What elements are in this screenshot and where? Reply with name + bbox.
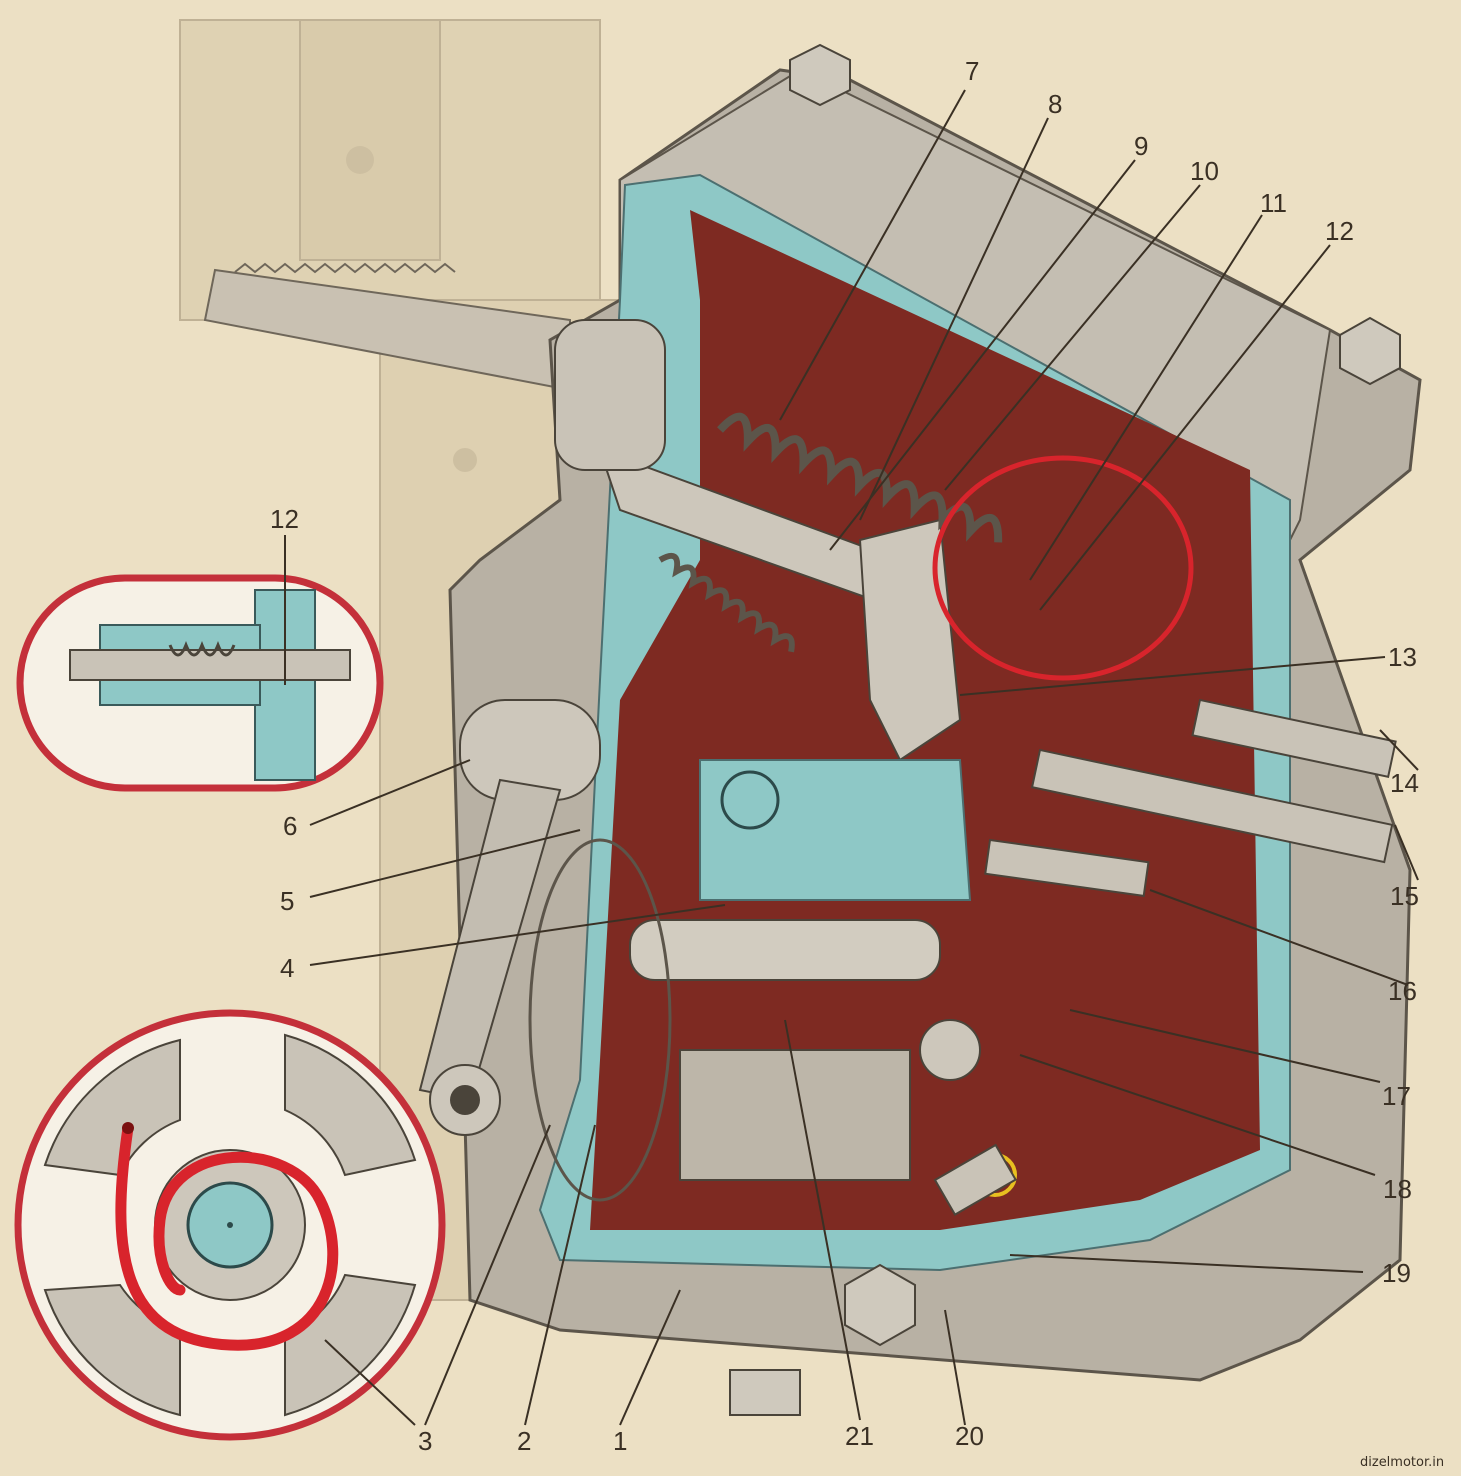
cover-bolt-right	[1339, 316, 1401, 386]
lever-spring	[658, 552, 795, 653]
drain-plug	[844, 1263, 916, 1347]
label-18: 18	[1383, 1174, 1412, 1204]
watermark-text: dizelmotor.in	[1360, 1455, 1444, 1470]
control-lever	[418, 699, 601, 1136]
label-3: 3	[418, 1426, 432, 1456]
label-11: 11	[1260, 188, 1287, 218]
adjusting-screw-16	[984, 838, 1150, 898]
label-12: 12	[1325, 216, 1354, 246]
label-2: 2	[517, 1426, 531, 1456]
label-14: 14	[1390, 768, 1419, 798]
label-15: 15	[1390, 881, 1419, 911]
label-7: 7	[965, 56, 979, 86]
label-8: 8	[1048, 89, 1062, 119]
label-10: 10	[1190, 156, 1219, 186]
weights-assembly	[528, 759, 981, 1202]
label-20: 20	[955, 1421, 984, 1451]
label-6: 6	[283, 811, 297, 841]
label-4: 4	[280, 953, 294, 983]
bottom-bolt	[729, 1369, 801, 1416]
label-21: 21	[845, 1421, 874, 1451]
highlight-circle	[932, 455, 1194, 681]
label-16: 16	[1388, 976, 1417, 1006]
inset-detail-wheel	[14, 1009, 446, 1441]
label-17: 17	[1382, 1081, 1411, 1111]
screw-19	[933, 1143, 1017, 1217]
label-5: 5	[280, 886, 294, 916]
label-1: 1	[613, 1426, 627, 1456]
cover-bolt-top	[789, 43, 851, 107]
inset-label-12: 12	[270, 504, 299, 534]
label-9: 9	[1134, 131, 1148, 161]
label-13: 13	[1388, 642, 1417, 672]
leader-lines	[309, 89, 1419, 1426]
inset-detail-12: 12	[16, 504, 384, 792]
label-19: 19	[1382, 1258, 1411, 1288]
adjusting-screw-14	[1191, 698, 1397, 778]
adjusting-screw-15	[1030, 748, 1394, 864]
